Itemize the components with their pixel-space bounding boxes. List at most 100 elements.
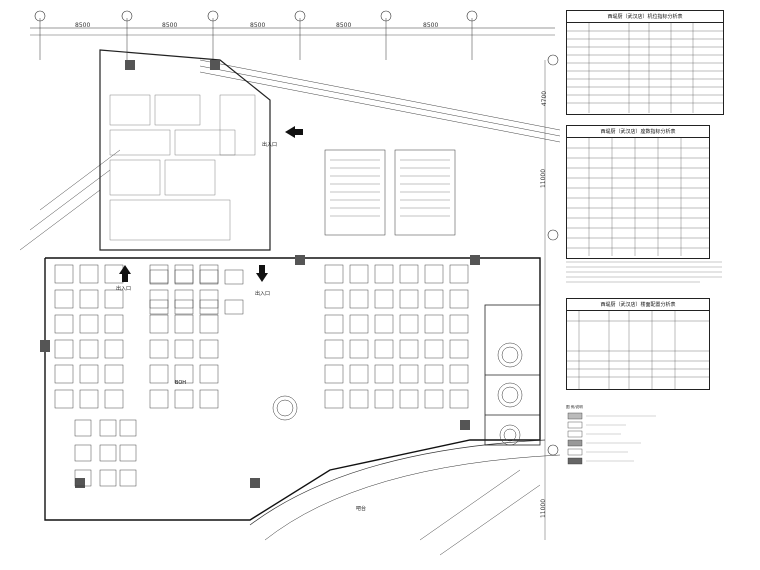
booth-table (324, 289, 344, 309)
dimension-top-4: 8500 (336, 22, 352, 29)
booth-table (424, 314, 444, 334)
booth-table (99, 444, 117, 462)
entrance-label-top: 出入口 (262, 142, 278, 148)
legend: 图 例/说明 (566, 405, 716, 465)
booth-table (104, 314, 124, 334)
booth-table (149, 289, 169, 309)
booth-table (424, 264, 444, 284)
booth-table (54, 314, 74, 334)
booth-table (149, 364, 169, 384)
booth-table (74, 469, 92, 487)
booth-table (54, 339, 74, 359)
booth-table (449, 389, 469, 409)
booth-table (54, 289, 74, 309)
dimension-top-3: 8500 (250, 22, 266, 29)
booth-table (424, 289, 444, 309)
booth-table (449, 314, 469, 334)
booth-table (119, 444, 137, 462)
booth-table (324, 364, 344, 384)
booth-table (324, 264, 344, 284)
booth-table (79, 364, 99, 384)
booth-table (119, 469, 137, 487)
booth-table (374, 264, 394, 284)
booth-table (149, 339, 169, 359)
dimension-top-5: 8500 (423, 22, 439, 29)
booth-table (324, 389, 344, 409)
equipment-index-grid (567, 23, 723, 113)
booth-table (99, 469, 117, 487)
booth-table (399, 314, 419, 334)
booth-table (349, 339, 369, 359)
seat-index-title: 西堤厨（武汉店）座数指标分析表 (567, 126, 709, 138)
equipment-index-title: 西堤厨（武汉店）机位指标分析表 (567, 11, 723, 23)
booth-table (174, 389, 194, 409)
booth-table (399, 264, 419, 284)
booth-table (54, 389, 74, 409)
booth-table (449, 264, 469, 284)
booth-table (324, 339, 344, 359)
booth-table (199, 389, 219, 409)
booth-table (374, 339, 394, 359)
booth-table (199, 269, 219, 285)
booth-table (104, 364, 124, 384)
booth-table (119, 419, 137, 437)
booth-table (224, 269, 244, 285)
booth-table (74, 419, 92, 437)
booth-table (174, 364, 194, 384)
booth-table (374, 314, 394, 334)
booth-table (79, 264, 99, 284)
booth-table (74, 444, 92, 462)
floor-config-title: 西堤厨（武汉店）楼面配置分析表 (567, 299, 709, 311)
booth-table (174, 269, 194, 285)
booth-table (349, 389, 369, 409)
booth-table (199, 314, 219, 334)
booth-table (104, 289, 124, 309)
booth-table (79, 389, 99, 409)
booth-table (149, 269, 169, 285)
booth-table (99, 419, 117, 437)
booth-table (424, 364, 444, 384)
dimension-top-1: 8500 (75, 22, 91, 29)
booth-table (424, 389, 444, 409)
booth-table (449, 339, 469, 359)
booth-table (199, 289, 219, 309)
booth-table (54, 264, 74, 284)
floor-config-table: 西堤厨（武汉店）楼面配置分析表 (566, 298, 710, 390)
entrance-label-right: 出入口 (255, 291, 271, 297)
floor-config-grid (567, 311, 709, 389)
booth-table (54, 364, 74, 384)
legend-title: 图 例/说明 (566, 405, 583, 409)
booth-table (149, 299, 169, 315)
booth-table (449, 289, 469, 309)
seat-index-grid (567, 138, 709, 256)
booth-table (349, 264, 369, 284)
booth-table (349, 364, 369, 384)
booth-table (104, 389, 124, 409)
booth-table (199, 364, 219, 384)
booth-table (324, 314, 344, 334)
booth-table (199, 339, 219, 359)
bar-label: 吧台 (356, 506, 367, 512)
booth-table (149, 314, 169, 334)
booth-table (374, 389, 394, 409)
legend-swatches (567, 412, 656, 465)
booth-table (79, 289, 99, 309)
booth-table (149, 389, 169, 409)
booth-table (104, 339, 124, 359)
booth-table (174, 299, 194, 315)
booth-table (224, 299, 244, 315)
boh-label: BOH (175, 380, 187, 386)
booth-table (399, 339, 419, 359)
dimension-top-2: 8500 (162, 22, 178, 29)
booth-table (79, 339, 99, 359)
booth-table (199, 299, 219, 315)
equipment-index-table: 西堤厨（武汉店）机位指标分析表 (566, 10, 724, 115)
booth-table (349, 289, 369, 309)
booth-table (374, 289, 394, 309)
booth-table (399, 289, 419, 309)
seat-index-table: 西堤厨（武汉店）座数指标分析表 (566, 125, 710, 259)
booth-table (374, 364, 394, 384)
booth-table (174, 339, 194, 359)
